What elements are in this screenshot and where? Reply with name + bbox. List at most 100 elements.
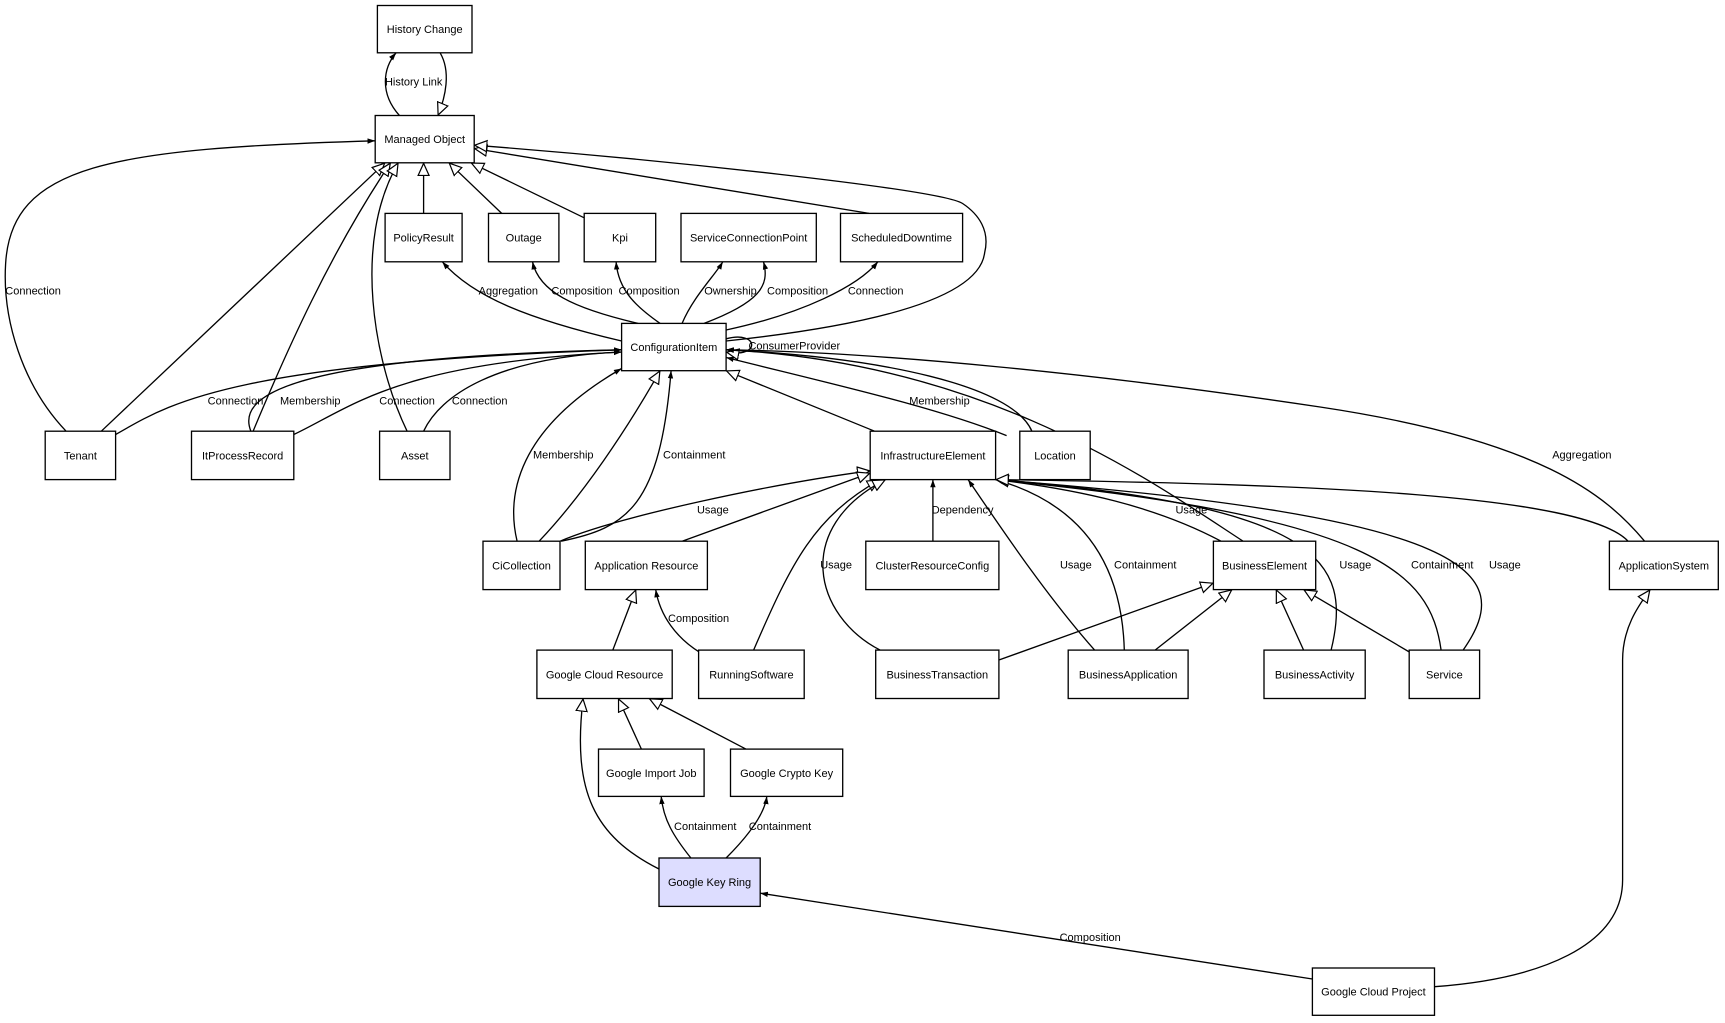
node-label: ItProcessRecord [202, 450, 283, 462]
association-edge-crc-ie: Dependency [930, 479, 994, 542]
node-managed-object[interactable]: Managed Object [374, 114, 475, 164]
edge-label: Composition [668, 613, 729, 625]
edge-line [996, 480, 1629, 542]
node-box [384, 212, 463, 263]
node-box [869, 430, 997, 481]
node-box [865, 540, 1000, 591]
edge-line [248, 347, 622, 432]
edge-label: Aggregation [479, 285, 538, 297]
edge-line [659, 796, 692, 859]
generalization-edge-as-ie [996, 480, 1629, 542]
node-infrastructureelement[interactable]: InfrastructureElement [869, 430, 997, 481]
node-google-cloud-resource[interactable]: Google Cloud Resource [536, 649, 673, 700]
node-label: Google Cloud Resource [546, 669, 663, 681]
association-edge-ba-ie: Usage [967, 479, 1096, 651]
node-label: InfrastructureElement [880, 450, 985, 462]
generalization-edge-gij-gcr [617, 699, 643, 750]
edge-line [996, 480, 1222, 542]
association-edge-ci-scp: Composition [703, 261, 828, 325]
node-google-crypto-key[interactable]: Google Crypto Key [729, 748, 844, 798]
edge-label: Membership [280, 395, 341, 407]
generalization-edge-kpi-mo [471, 162, 585, 219]
edge-line [995, 477, 1483, 651]
generalization-edge-cic-ci [538, 371, 661, 542]
edge-label: Membership [533, 449, 594, 461]
node-google-import-job[interactable]: Google Import Job [597, 748, 705, 798]
node-scheduleddowntime[interactable]: ScheduledDowntime [839, 212, 964, 263]
edge-line [471, 162, 585, 219]
generalization-edge-hc-mo [438, 52, 446, 116]
edge-line [995, 478, 1125, 651]
node-box [1212, 540, 1317, 591]
edge-label: Usage [1060, 559, 1092, 571]
generalization-edge-ast-mo [371, 163, 408, 432]
node-service[interactable]: Service [1408, 649, 1481, 700]
edge-line [4, 138, 376, 432]
node-box [583, 212, 657, 263]
node-box [374, 114, 475, 164]
generalization-edge-ten-mo [100, 163, 385, 432]
association-edge-be-ci [726, 347, 1244, 542]
node-clusterresourceconfig[interactable]: ClusterResourceConfig [865, 540, 1000, 591]
edge-line [726, 371, 875, 432]
node-serviceconnectionpoint[interactable]: ServiceConnectionPoint [680, 212, 817, 263]
node-box [1408, 649, 1481, 700]
generalization-edge-sd-mo [474, 149, 870, 215]
association-edge-ci-pr: Aggregation [441, 261, 622, 342]
node-label: Google Key Ring [668, 877, 751, 889]
edge-line [449, 163, 503, 214]
node-box [597, 748, 705, 798]
node-label: Location [1034, 450, 1076, 462]
edge-label: Composition [1060, 932, 1121, 944]
node-outage[interactable]: Outage [487, 212, 560, 263]
edge-line [726, 347, 1033, 432]
edge-line [538, 371, 661, 542]
association-edge-ci-out: Composition [531, 261, 639, 325]
node-configurationitem[interactable]: ConfigurationItem [620, 322, 727, 372]
node-label: PolicyResult [393, 233, 454, 245]
node-businesselement[interactable]: BusinessElement [1212, 540, 1317, 591]
edge-line [725, 796, 769, 859]
node-label: ServiceConnectionPoint [690, 233, 807, 245]
node-history-change[interactable]: History Change [376, 4, 473, 54]
edge-line [725, 356, 1007, 437]
node-location[interactable]: Location [1019, 430, 1091, 481]
node-label: BusinessApplication [1079, 669, 1177, 681]
node-tenant[interactable]: Tenant [44, 430, 117, 481]
node-itprocessrecord[interactable]: ItProcessRecord [190, 430, 295, 481]
association-edge-gkr-gck: Containment [725, 796, 811, 859]
edge-line [1434, 590, 1651, 988]
association-edge-as-ci: Aggregation [726, 347, 1646, 542]
node-businessapplication[interactable]: BusinessApplication [1067, 649, 1189, 700]
node-google-cloud-project[interactable]: Google Cloud Project [1311, 967, 1436, 1016]
node-label: History Change [387, 24, 463, 36]
node-businesstransaction[interactable]: BusinessTransaction [875, 649, 1000, 700]
node-label: Google Cloud Project [1321, 987, 1426, 999]
edge-line [726, 336, 753, 353]
node-runningsoftware[interactable]: RunningSoftware [697, 649, 805, 700]
node-applicationsystem[interactable]: ApplicationSystem [1608, 540, 1719, 591]
node-label: CiCollection [492, 560, 551, 572]
edge-label: History Link [385, 76, 443, 88]
node-policyresult[interactable]: PolicyResult [384, 212, 463, 263]
association-edge-ast-ci: Connection [423, 349, 622, 432]
generalization-edge-gck-gcr [649, 697, 747, 750]
association-edge-gcp-gkr: Composition [760, 891, 1313, 980]
node-asset[interactable]: Asset [378, 430, 451, 481]
edge-line [752, 479, 881, 651]
edge-line [100, 163, 385, 432]
node-application-resource[interactable]: Application Resource [584, 540, 709, 591]
generalization-edge-ci-ci: ConsumerProvider [726, 336, 840, 353]
edge-label: Connection [379, 395, 435, 407]
edge-line [371, 163, 408, 432]
edge-label: Dependency [932, 504, 994, 516]
edge-line [726, 347, 1646, 542]
node-businessactivity[interactable]: BusinessActivity [1263, 649, 1366, 700]
node-cicollection[interactable]: CiCollection [482, 540, 561, 591]
node-label: Service [1426, 669, 1463, 681]
node-google-key-ring[interactable]: Google Key Ring [658, 857, 761, 908]
edge-line [438, 52, 446, 116]
node-box [1608, 540, 1719, 591]
node-kpi[interactable]: Kpi [583, 212, 657, 263]
